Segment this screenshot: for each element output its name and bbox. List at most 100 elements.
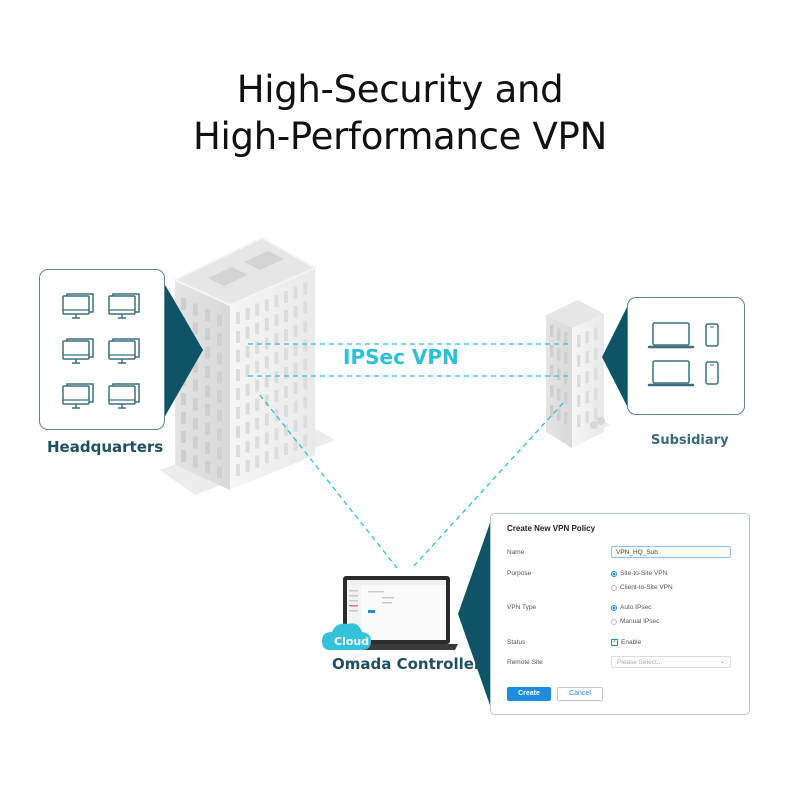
hq-roof-vent (208, 267, 248, 286)
window (577, 335, 581, 347)
window (274, 371, 279, 384)
window (255, 341, 260, 354)
window (193, 379, 198, 392)
cancel-button[interactable]: Cancel (557, 687, 603, 701)
window (303, 301, 308, 314)
window (245, 307, 250, 320)
window (274, 409, 279, 422)
vpn-type-option-auto-ipsec[interactable]: Auto IPsec (611, 604, 651, 611)
window (284, 291, 288, 303)
hq-windows (181, 282, 308, 479)
omada-controller-label: Omada Controller (332, 655, 482, 673)
window (557, 328, 561, 341)
window (236, 445, 240, 457)
vpn-type-option-manual-ipsec[interactable]: Manual IPsec (611, 618, 659, 625)
window (217, 447, 222, 460)
window (245, 440, 250, 453)
window (181, 450, 186, 462)
status-field-label: Status (507, 639, 526, 646)
window (303, 320, 308, 333)
window (284, 329, 288, 341)
window (193, 322, 198, 335)
dialog-title: Create New VPN Policy (507, 524, 596, 533)
hq-callout-pointer (164, 283, 203, 418)
window (264, 432, 269, 445)
window (205, 385, 210, 397)
hq-roof-vent (244, 251, 284, 270)
purpose-option-site-to-site[interactable]: Site-to-Site VPN (611, 570, 667, 577)
radio-unselected-icon[interactable] (611, 584, 617, 591)
window (564, 412, 568, 424)
window (284, 386, 288, 398)
window (181, 393, 186, 405)
window (293, 305, 298, 318)
window (193, 436, 198, 449)
window (594, 327, 598, 340)
sub-windows (550, 325, 598, 427)
subsidiary-building (546, 300, 610, 448)
status-enable-checkbox[interactable]: ✓ Enable (611, 639, 641, 646)
window (284, 405, 288, 417)
window (217, 409, 222, 422)
window (245, 364, 250, 377)
laptop-icon (335, 576, 458, 650)
window (293, 362, 298, 375)
window (284, 367, 288, 379)
window (205, 423, 210, 435)
window (245, 383, 250, 396)
window (284, 443, 288, 455)
window (557, 368, 561, 381)
window (303, 339, 308, 352)
checkbox-label: Enable (621, 639, 642, 646)
window (255, 360, 260, 373)
window (293, 400, 298, 413)
radio-selected-icon[interactable] (611, 570, 617, 577)
window (193, 417, 198, 430)
name-input[interactable]: VPN_HQ_Sub (611, 546, 731, 558)
window (245, 459, 250, 472)
window (205, 366, 210, 378)
headquarters-device-panel (39, 269, 165, 430)
radio-unselected-icon[interactable] (611, 618, 617, 625)
window (205, 309, 210, 321)
window (293, 324, 298, 337)
window (594, 407, 598, 420)
window (236, 350, 240, 362)
window (564, 352, 568, 364)
window (217, 390, 222, 403)
window (217, 371, 222, 384)
window (557, 348, 561, 361)
radio-selected-icon[interactable] (611, 604, 617, 611)
remote-site-select[interactable]: Please Select... ⌄ (611, 656, 731, 668)
window (245, 326, 250, 339)
checkmark-icon[interactable]: ✓ (611, 639, 618, 646)
window (293, 381, 298, 394)
window (217, 333, 222, 346)
window (255, 322, 260, 335)
window (585, 371, 589, 384)
window (264, 375, 269, 388)
purpose-option-client-to-site[interactable]: Client-to-Site VPN (611, 584, 673, 591)
option-label: Auto IPsec (620, 604, 652, 611)
window (181, 298, 186, 310)
window (585, 411, 589, 424)
window (550, 365, 554, 377)
window (193, 455, 198, 468)
title-line-2: High-Performance VPN (193, 115, 607, 158)
window (274, 295, 279, 308)
window (264, 299, 269, 312)
remote-site-field-label: Remote Site (507, 659, 543, 666)
window (236, 331, 240, 343)
window (594, 387, 598, 400)
create-button[interactable]: Create (507, 687, 551, 701)
window (255, 455, 260, 468)
window (193, 398, 198, 411)
window (205, 347, 210, 359)
window (585, 331, 589, 344)
subsidiary-device-panel (627, 297, 745, 415)
sub-callout-pointer (602, 305, 628, 408)
window (564, 392, 568, 404)
window (577, 415, 581, 427)
window (274, 314, 279, 327)
